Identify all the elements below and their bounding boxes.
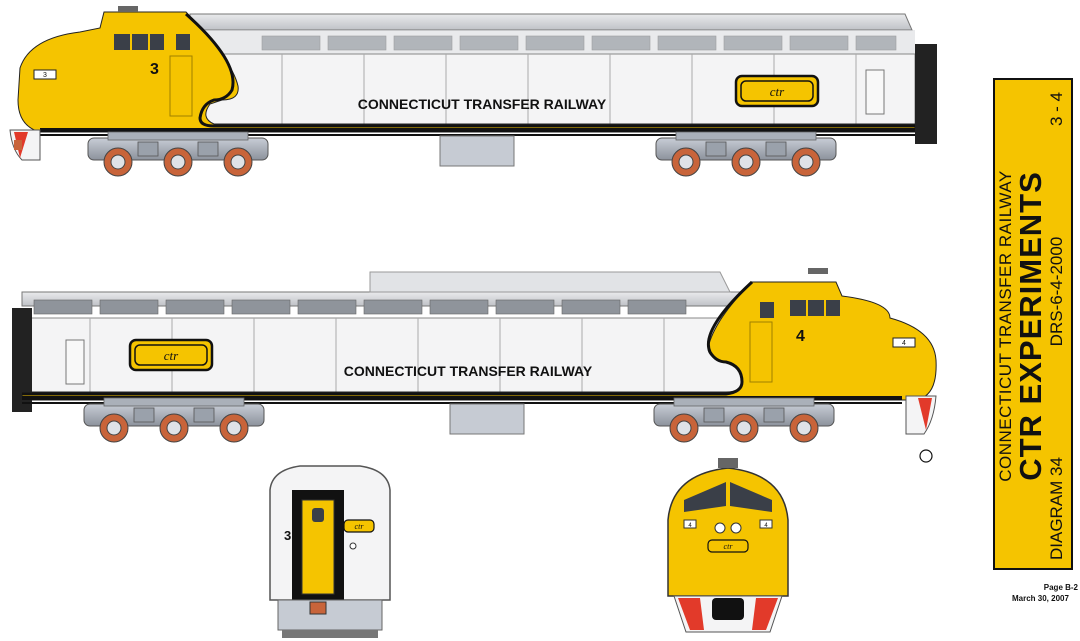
rear-end-number: 3 xyxy=(284,528,291,543)
title-model: DRS-6-4-2000 xyxy=(1047,236,1066,347)
locomotive-front-end-view xyxy=(667,458,789,633)
loco3-number-board: 3 xyxy=(43,72,47,79)
rear-end-logo: ctr xyxy=(355,522,365,531)
title-details: DIAGRAM 34 DRS-6-4-2000 3 - 4 xyxy=(1047,86,1067,566)
title-block-text: CONNECTICUT TRANSFER RAILWAY CTR EXPERIM… xyxy=(996,86,1073,566)
diagram-date: March 30, 2007 xyxy=(1012,594,1069,603)
front-end-number-board-right: 4 xyxy=(764,523,768,529)
title-diagram: DIAGRAM 34 xyxy=(1047,457,1066,560)
locomotive-rear-end-view xyxy=(269,465,391,638)
loco4-road-name: CONNECTICUT TRANSFER RAILWAY xyxy=(344,363,593,379)
page-number: Page B-2 xyxy=(1043,583,1078,592)
locomotive-3-side xyxy=(9,6,937,177)
loco3-road-name: CONNECTICUT TRANSFER RAILWAY xyxy=(358,96,607,112)
locomotive-4-side xyxy=(12,268,937,443)
loco3-number: 3 xyxy=(150,61,159,78)
title-block: CONNECTICUT TRANSFER RAILWAY CTR EXPERIM… xyxy=(993,78,1073,570)
loco4-logo: ctr xyxy=(164,348,179,363)
title-main: CTR EXPERIMENTS xyxy=(1013,171,1048,481)
front-end-logo: ctr xyxy=(724,542,734,551)
artist-mark-icon xyxy=(919,449,933,463)
loco4-number-board: 4 xyxy=(902,340,906,347)
loco4-number: 4 xyxy=(796,328,805,345)
title-units: 3 - 4 xyxy=(1047,92,1066,127)
front-end-number-board-left: 4 xyxy=(688,523,692,529)
loco3-logo: ctr xyxy=(770,84,785,99)
